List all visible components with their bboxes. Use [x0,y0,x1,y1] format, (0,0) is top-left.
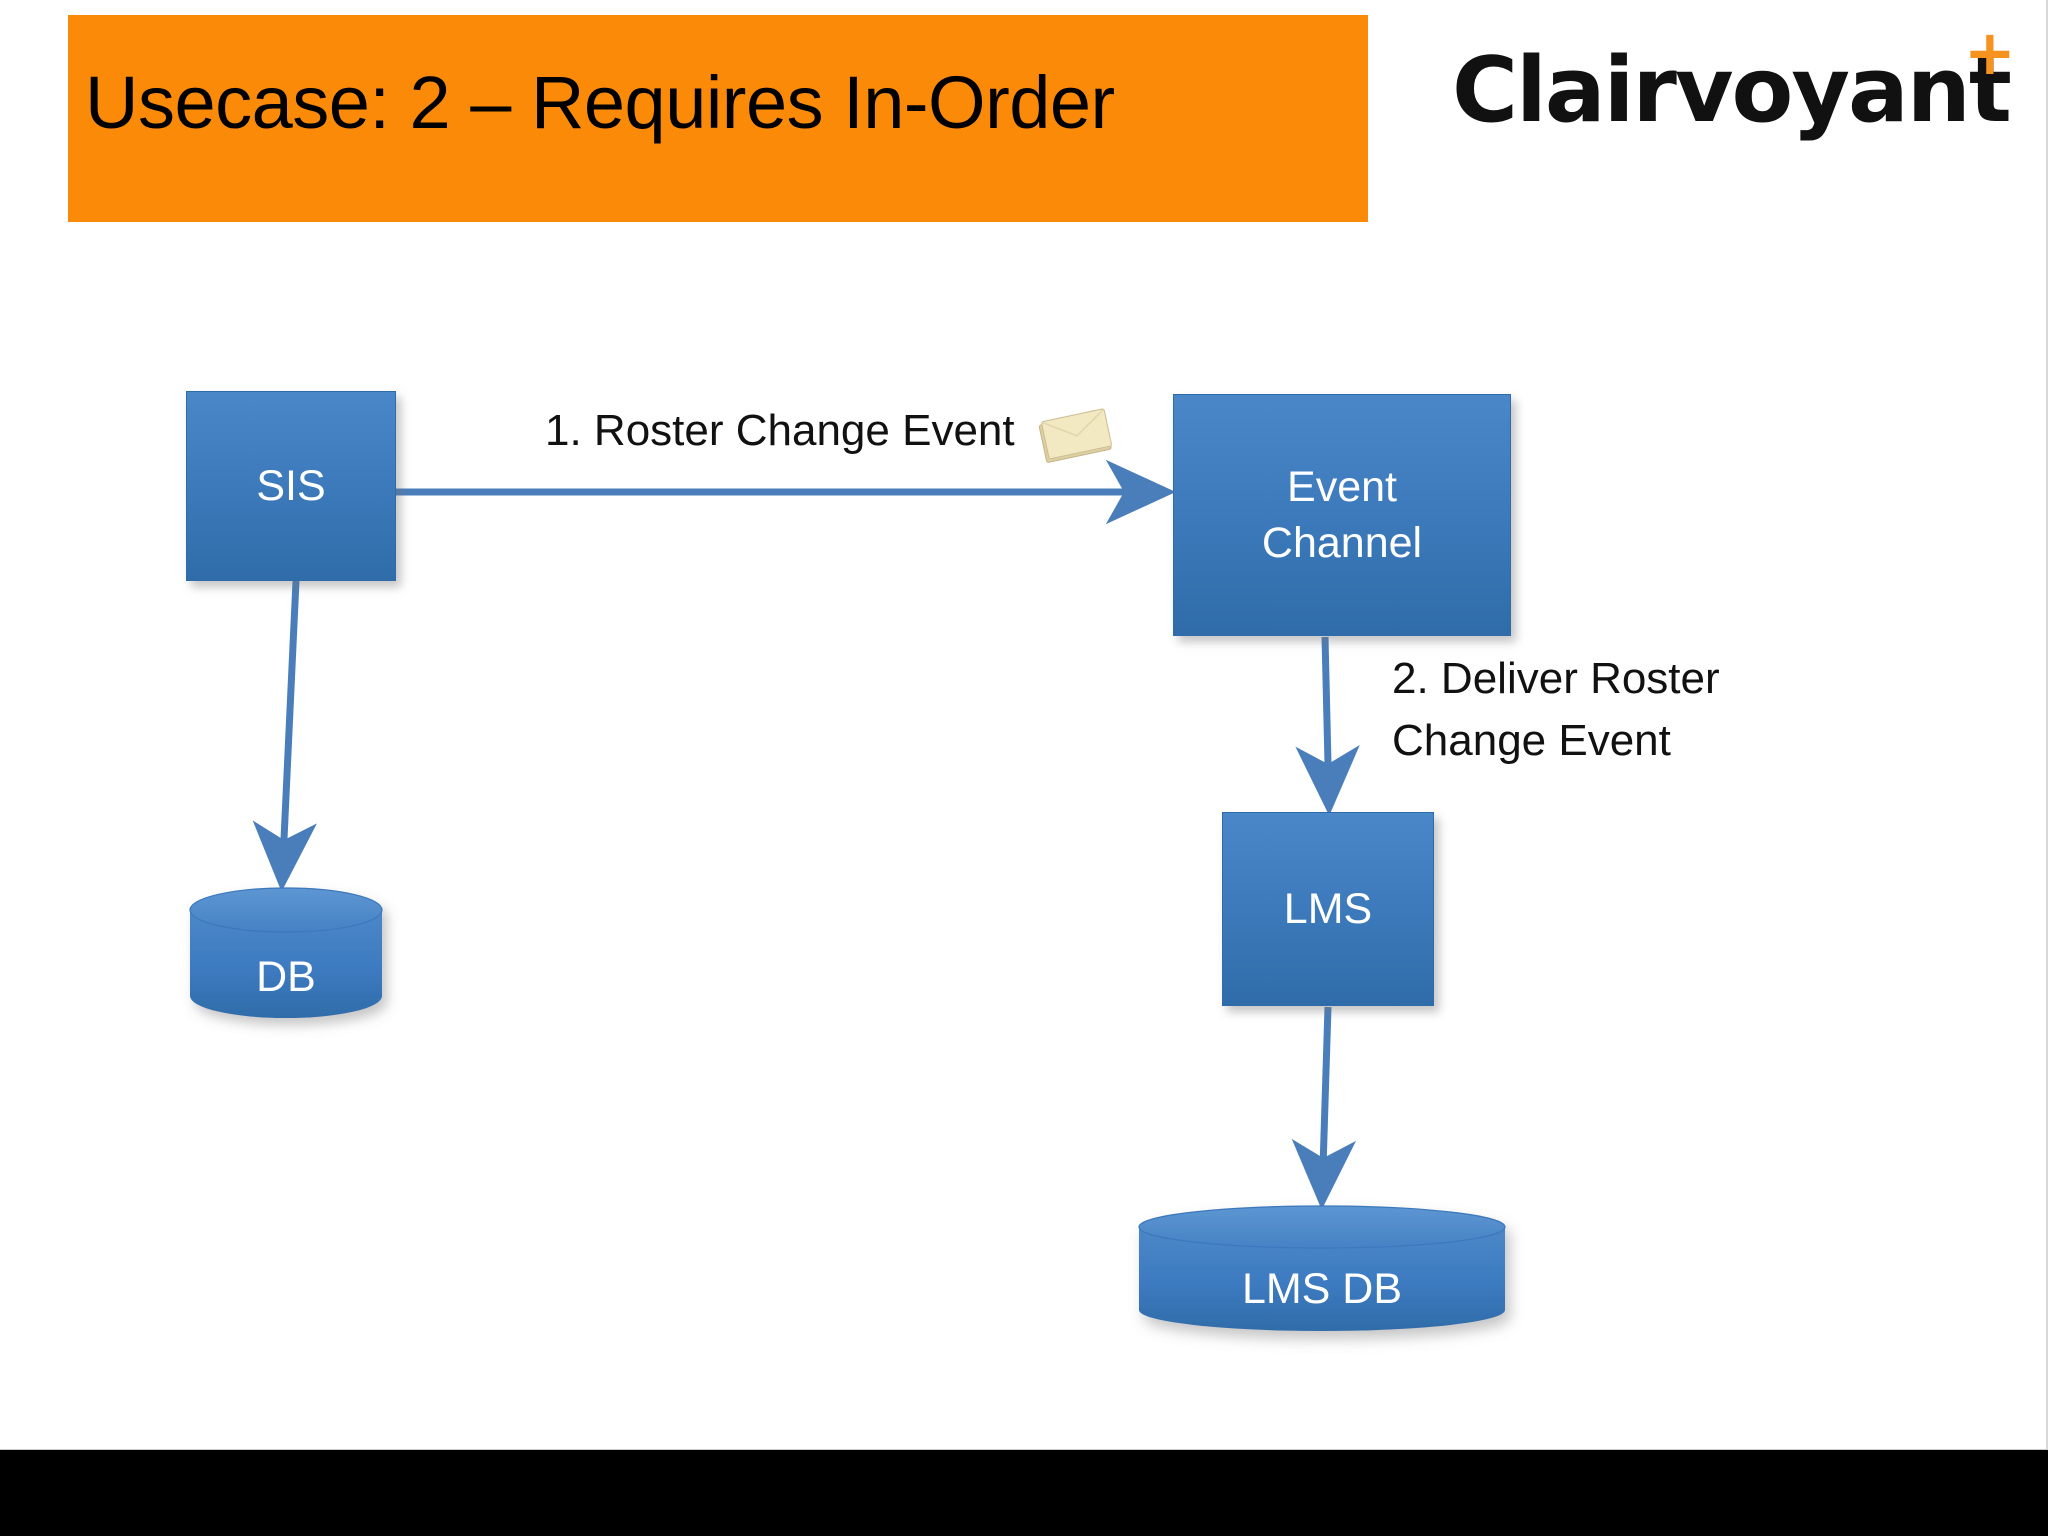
node-event-channel-label: Event Channel [1262,459,1422,571]
edge-label-deliver-line1: 2. Deliver Roster [1392,654,1720,703]
node-event-channel[interactable]: Event Channel [1173,394,1511,636]
node-sis-label: SIS [256,462,326,510]
connector-lms-to-lms-db [1291,1006,1357,1210]
node-sis[interactable]: SIS [186,391,396,581]
logo-wordmark: Clairvoyant [1452,38,2012,143]
node-lms-db[interactable]: LMS DB [1137,1205,1507,1332]
page-title: Usecase: 2 – Requires In-Order [85,61,1115,144]
node-event-channel-label-line1: Event [1287,463,1397,511]
node-lms-label: LMS [1283,885,1373,933]
logo-plus-icon: + [1963,16,2016,89]
node-lms[interactable]: LMS [1222,812,1434,1006]
node-db[interactable]: DB [188,887,384,1018]
slide-canvas: Usecase: 2 – Requires In-Order Clairvoya… [0,0,2048,1450]
connector-event-channel-to-lms [1295,636,1360,816]
clairvoyant-logo: Clairvoyant + [1452,22,2016,146]
title-banner [68,15,1368,222]
edge-label-deliver-line2: Change Event [1392,716,1671,765]
edge-label-deliver-roster-change-event: 2. Deliver Roster Change Event [1392,648,1772,772]
envelope-note-icon [1038,408,1112,463]
edge-label-roster-change-event: 1. Roster Change Event [545,406,1015,455]
connector-sis-to-db [252,580,317,892]
footer-black-bar [0,1450,2048,1536]
node-event-channel-label-line2: Channel [1261,519,1423,567]
